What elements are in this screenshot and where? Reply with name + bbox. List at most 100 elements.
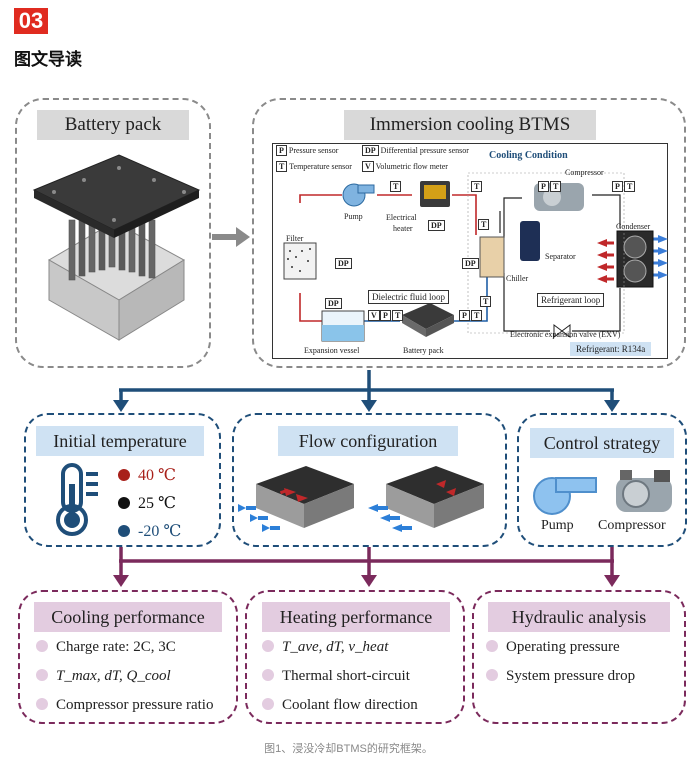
legend-dp-key: DP [362, 145, 379, 156]
label-pump: Pump [344, 212, 363, 221]
legend-p-label: Pressure sensor [288, 146, 339, 155]
hydraulic-item-2: System pressure drop [486, 666, 635, 686]
tag-dp-3: DP [462, 258, 479, 269]
flow-config-images [238, 466, 484, 532]
heating-item-3-text: Coolant flow direction [282, 697, 418, 713]
tag-t-2: T [471, 181, 483, 192]
tag-t-1: T [390, 181, 402, 192]
tag-dp-4: DP [325, 298, 342, 309]
label-expansion-vessel: Expansion vessel [304, 346, 360, 355]
temp-item-40: 40 ℃ [118, 466, 176, 486]
tag-t-4: T [550, 181, 562, 192]
tag-p-3: P [380, 310, 391, 321]
temp-item-25: 25 ℃ [118, 494, 176, 514]
compressor-icon [616, 470, 672, 512]
heating-item-1: T_ave, dT, v_heat [262, 637, 388, 657]
tag-dp-2: DP [335, 258, 352, 269]
legend-p-key: P [276, 145, 287, 156]
label-refrigerant: Refrigerant: R134a [570, 342, 652, 356]
control-strategy-box [517, 413, 687, 547]
thermometer-icon [56, 463, 98, 536]
tag-dp-1: DP [428, 220, 445, 231]
cooling-condition-label: Cooling Condition [489, 150, 568, 161]
label-filter: Filter [286, 234, 304, 243]
hydraulic-analysis-box [472, 590, 686, 724]
hydraulic-dot-1 [486, 640, 498, 652]
control-compressor-label: Compressor [598, 518, 666, 533]
control-strategy-title: Control strategy [530, 428, 674, 458]
cooling-item-2-text: T_max, dT, Q_cool [56, 668, 171, 684]
hydraulic-item-2-text: System pressure drop [506, 668, 636, 684]
cooling-item-3: Compressor pressure ratio [36, 695, 213, 715]
hydraulic-item-1-text: Operating pressure [506, 639, 620, 655]
temp-dot-25 [118, 497, 130, 509]
cooling-item-2: T_max, dT, Q_cool [36, 666, 171, 686]
gray-arrow [212, 227, 250, 247]
tag-p-4: P [459, 310, 470, 321]
control-pump-label: Pump [541, 518, 574, 533]
btms-box [252, 98, 686, 368]
section-subtitle: 图文导读 [14, 50, 82, 69]
label-heater-2: heater [393, 224, 413, 233]
battery-pack-title: Battery pack [37, 110, 189, 140]
heating-dot-2 [262, 669, 274, 681]
pump-icon [533, 477, 597, 515]
heating-item-1-text: T_ave, dT, v_heat [282, 639, 389, 655]
tag-t-6: T [392, 310, 404, 321]
btms-title: Immersion cooling BTMS [344, 110, 596, 140]
temp-item-neg20: -20 ℃ [118, 522, 181, 542]
heating-dot-1 [262, 640, 274, 652]
heating-dot-3 [262, 698, 274, 710]
legend-t-key: T [276, 161, 288, 172]
battery-pack-box [15, 98, 211, 368]
tag-t-3: T [478, 219, 490, 230]
hydraulic-item-1: Operating pressure [486, 637, 620, 657]
label-dielectric-loop: Dielectric fluid loop [368, 290, 449, 304]
flow-configuration-title: Flow configuration [278, 426, 458, 456]
temp-dot-40 [118, 469, 130, 481]
battery-pack-image [32, 154, 201, 341]
tag-t-8: T [480, 296, 492, 307]
cooling-performance-title: Cooling performance [34, 602, 222, 632]
legend-diff-pressure: DP Differential pressure sensor [362, 145, 469, 156]
legend-v-label: Volumetric flow meter [375, 162, 448, 171]
hydraulic-dot-2 [486, 669, 498, 681]
legend-flow-meter: V Volumetric flow meter [362, 161, 448, 172]
temp-label-25: 25 ℃ [138, 495, 176, 512]
tag-t-5: T [624, 181, 636, 192]
temp-label-40: 40 ℃ [138, 467, 176, 484]
cooling-dot-3 [36, 698, 48, 710]
heating-item-2-text: Thermal short-circuit [282, 668, 410, 684]
hydraulic-analysis-title: Hydraulic analysis [488, 602, 670, 632]
blue-connector [113, 370, 620, 412]
heating-performance-title: Heating performance [262, 602, 450, 632]
heating-item-3: Coolant flow direction [262, 695, 418, 715]
btms-schematic [283, 172, 668, 342]
legend-temperature: T Temperature sensor [276, 161, 352, 172]
initial-temperature-box [24, 413, 221, 547]
tag-p-1: P [538, 181, 549, 192]
legend-pressure: P Pressure sensor [276, 145, 339, 156]
cooling-dot-1 [36, 640, 48, 652]
label-condenser: Condenser [616, 222, 651, 231]
temp-label-neg20: -20 ℃ [138, 523, 182, 540]
label-compressor: Compressor [565, 168, 604, 177]
legend-t-label: Temperature sensor [289, 162, 352, 171]
temp-dot-neg20 [118, 525, 130, 537]
label-refrigerant-loop: Refrigerant loop [537, 293, 605, 307]
legend-dp-label: Differential pressure sensor [380, 146, 469, 155]
label-chiller: Chiller [506, 274, 529, 283]
label-exv: Electronic expansion valve (EXV) [510, 330, 621, 339]
cooling-item-1-text: Charge rate: 2C, 3C [56, 639, 176, 655]
purple-connector [113, 547, 620, 587]
label-heater-1: Electrical [386, 213, 417, 222]
heating-performance-box [245, 590, 465, 724]
cooling-performance-box [18, 590, 238, 724]
tag-t-7: T [471, 310, 483, 321]
tag-v-1: V [368, 310, 380, 321]
section-badge: 03 [14, 8, 48, 34]
label-battery-pack-small: Battery pack [403, 346, 444, 355]
tag-p-2: P [612, 181, 623, 192]
cooling-dot-2 [36, 669, 48, 681]
legend-v-key: V [362, 161, 374, 172]
